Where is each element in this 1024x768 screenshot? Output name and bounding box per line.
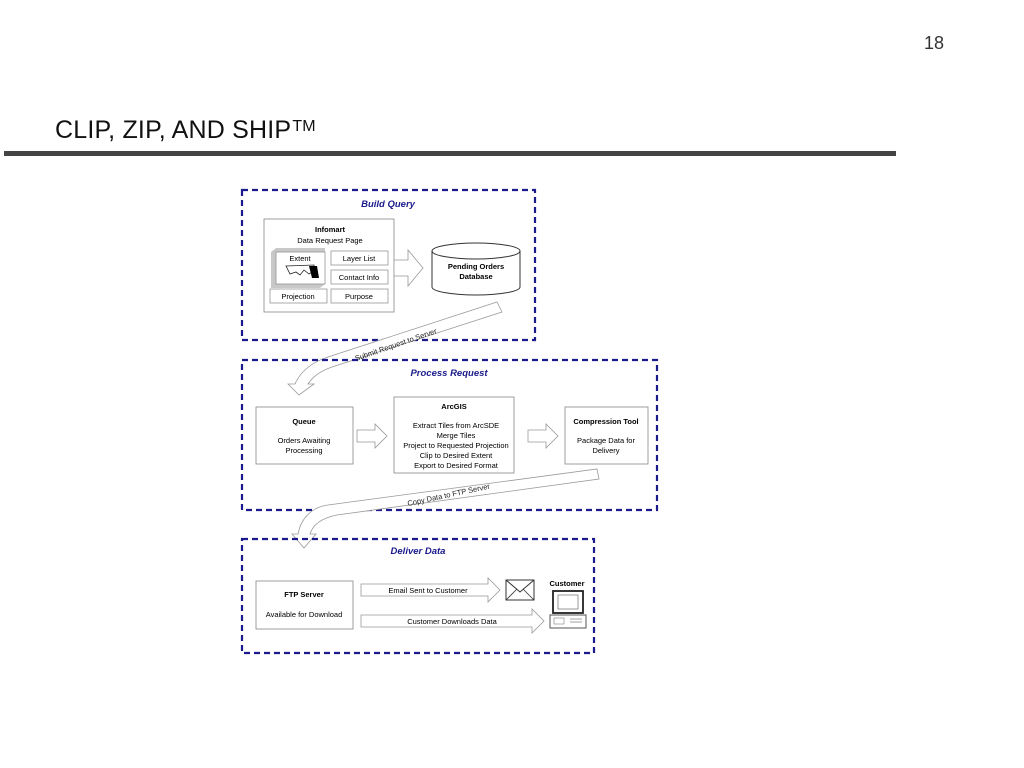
envelope-icon <box>505 579 535 601</box>
arcgis-to-compression-arrow <box>527 423 559 449</box>
download-arrow-label: Customer Downloads Data <box>407 617 497 626</box>
ftp-line1: Available for Download <box>266 610 343 619</box>
queue-to-arcgis-arrow <box>356 423 388 449</box>
slide-title: CLIP, ZIP, AND SHIPTM <box>55 116 316 145</box>
process-request-section: Process Request Queue Orders Awaiting Pr… <box>240 358 659 512</box>
compression-line1: Package Data for <box>577 436 635 445</box>
database-label-line2: Database <box>459 272 492 281</box>
submit-request-connector: Submit Request to Server <box>287 301 503 396</box>
projection-label: Projection <box>281 292 314 301</box>
queue-title: Queue <box>292 417 315 426</box>
arcgis-title: ArcGIS <box>441 402 466 411</box>
projection-box <box>269 288 328 304</box>
compression-title: Compression Tool <box>573 417 638 426</box>
infomart-title: Infomart <box>315 225 346 234</box>
submit-request-arrow <box>287 301 503 396</box>
customer-label: Customer <box>549 579 584 588</box>
title-divider <box>4 151 896 156</box>
deliver-data-border <box>240 537 596 655</box>
layer-list-label: Layer List <box>343 254 376 263</box>
contact-info-box <box>330 269 389 285</box>
deliver-data-heading: Deliver Data <box>391 546 446 557</box>
purpose-label: Purpose <box>345 292 373 301</box>
purpose-box <box>330 288 389 304</box>
ftp-title: FTP Server <box>284 590 324 599</box>
arcgis-step-2: Merge Tiles <box>437 431 476 440</box>
arcgis-step-5: Export to Desired Format <box>414 461 499 470</box>
computer-icon <box>549 590 587 629</box>
process-request-heading: Process Request <box>410 368 488 379</box>
queue-box <box>255 406 354 465</box>
page-number: 18 <box>924 33 945 53</box>
email-arrow <box>360 577 501 603</box>
layer-list-box <box>330 250 389 266</box>
ftp-server-box <box>255 580 354 630</box>
build-query-section: Build Query Infomart Data Request Page E… <box>240 188 537 342</box>
deliver-data-section: Deliver Data FTP Server Available for Do… <box>240 537 596 655</box>
infomart-subtitle: Data Request Page <box>297 236 362 245</box>
arcgis-step-1: Extract Tiles from ArcSDE <box>413 421 499 430</box>
database-label-line1: Pending Orders <box>448 262 504 271</box>
arcgis-step-4: Clip to Desired Extent <box>420 451 493 460</box>
copy-data-arrow <box>291 468 600 549</box>
to-database-arrow <box>393 248 424 288</box>
contact-info-label: Contact Info <box>339 273 379 282</box>
queue-line1: Orders Awaiting <box>278 436 331 445</box>
pending-orders-database: Pending Orders Database <box>431 242 521 296</box>
slide-title-text: CLIP, ZIP, AND SHIP <box>55 116 292 144</box>
queue-line2: Processing <box>285 446 322 455</box>
download-arrow <box>360 608 545 634</box>
trademark-superscript: TM <box>292 118 316 135</box>
arcgis-box <box>393 396 515 474</box>
build-query-border <box>240 188 537 342</box>
email-arrow-label: Email Sent to Customer <box>388 586 468 595</box>
map-region-icon <box>309 266 319 278</box>
copy-data-connector: Copy Data to FTP Server <box>291 468 600 549</box>
arcgis-step-3: Project to Requested Projection <box>403 441 508 450</box>
extent-label: Extent <box>289 254 311 263</box>
process-request-border <box>240 358 659 512</box>
build-query-heading: Build Query <box>361 199 416 210</box>
compression-line2: Delivery <box>592 446 619 455</box>
compression-tool-box <box>564 406 649 465</box>
